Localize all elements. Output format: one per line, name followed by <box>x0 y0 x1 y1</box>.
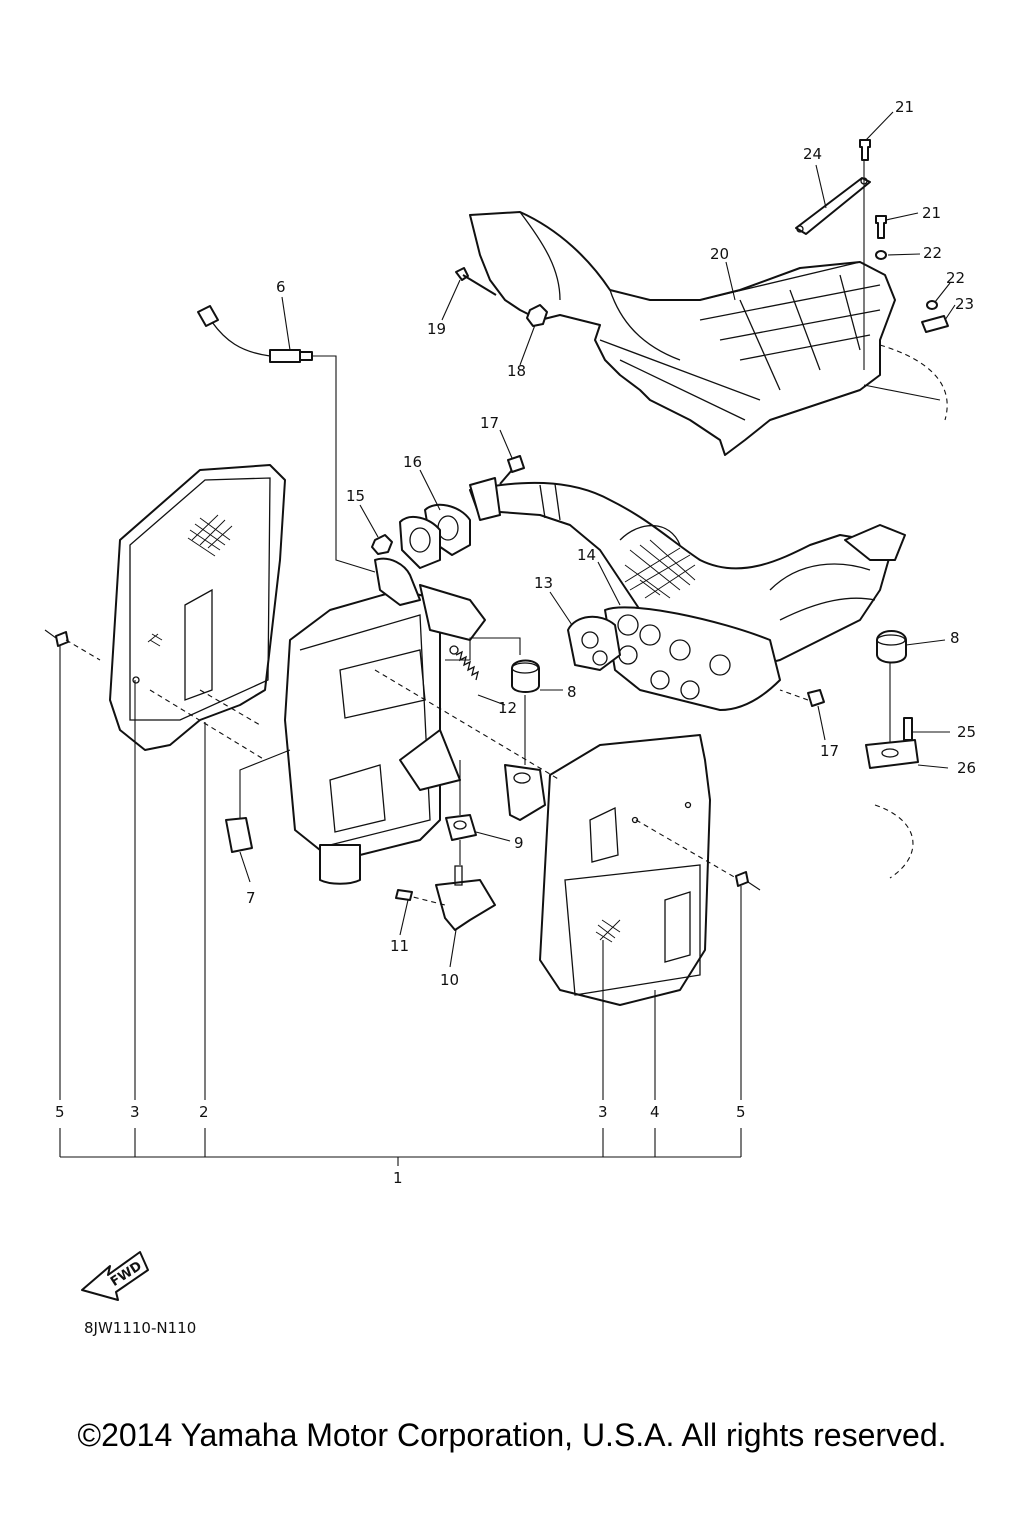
callout-8-right: 8 <box>950 629 960 647</box>
callout-17-low: 17 <box>820 742 839 760</box>
callout-5-left: 5 <box>55 1103 65 1121</box>
callout-21-top: 21 <box>895 98 914 116</box>
callout-17-top: 17 <box>480 414 499 432</box>
bolt-17-lower <box>779 689 825 707</box>
damper-part-9 <box>445 760 477 865</box>
rivet-part-5-left <box>44 629 101 1100</box>
bracket-part-10 <box>395 865 496 931</box>
callout-labels: 21 24 21 22 20 22 23 6 19 18 17 16 15 14… <box>55 98 976 1187</box>
callout-5-right: 5 <box>736 1103 746 1121</box>
callout-15: 15 <box>346 487 365 505</box>
heat-shield-part-20 <box>469 211 948 456</box>
callout-22-low: 22 <box>946 269 965 287</box>
callout-9: 9 <box>514 834 524 852</box>
heat-protector-part-2 <box>109 464 286 751</box>
nut-15 <box>371 534 393 555</box>
callout-8-left: 8 <box>567 683 577 701</box>
rivet-part-5-right <box>635 819 761 1100</box>
callout-20: 20 <box>710 245 729 263</box>
callout-4: 4 <box>650 1103 660 1121</box>
fwd-arrow-icon: FWD <box>81 1251 149 1301</box>
callout-10: 10 <box>440 971 459 989</box>
callout-1: 1 <box>393 1169 403 1187</box>
exhaust-pipe-part-14 <box>469 477 906 671</box>
callout-22-top: 22 <box>923 244 942 262</box>
bolt-17-upper <box>499 455 525 485</box>
callout-23: 23 <box>955 295 974 313</box>
fastener-stack-21-22 <box>859 139 949 401</box>
spring-part-12 <box>449 645 479 681</box>
callout-14: 14 <box>577 546 596 564</box>
copyright-notice: ©2014 Yamaha Motor Corporation, U.S.A. A… <box>77 1417 947 1453</box>
callout-19: 19 <box>427 320 446 338</box>
callout-12: 12 <box>498 699 517 717</box>
damper-part-8-left <box>445 637 546 821</box>
bracket-part-26 <box>865 717 919 879</box>
callout-25: 25 <box>957 723 976 741</box>
heat-protector-part-4 <box>539 734 711 1006</box>
gasket-part-16 <box>399 503 471 569</box>
callout-3-right: 3 <box>598 1103 608 1121</box>
callout-21-mid: 21 <box>922 204 941 222</box>
sensor-part-6 <box>197 305 376 573</box>
damper-part-8-right <box>876 630 907 745</box>
callout-24: 24 <box>803 145 822 163</box>
callout-6: 6 <box>276 278 286 296</box>
gasket-part-13 <box>567 615 621 671</box>
diagram-code: 8JW1110-N110 <box>84 1319 196 1337</box>
callout-2: 2 <box>199 1103 209 1121</box>
bolt-19-nut-18 <box>455 267 548 327</box>
callout-13: 13 <box>534 574 553 592</box>
callout-leaders <box>59 111 956 1166</box>
clip-part-7 <box>225 749 291 853</box>
bracket-part-24 <box>795 177 871 235</box>
callout-16: 16 <box>403 453 422 471</box>
callout-26: 26 <box>957 759 976 777</box>
callout-18: 18 <box>507 362 526 380</box>
callout-3-left: 3 <box>130 1103 140 1121</box>
callout-11: 11 <box>390 937 409 955</box>
callout-7: 7 <box>246 889 256 907</box>
